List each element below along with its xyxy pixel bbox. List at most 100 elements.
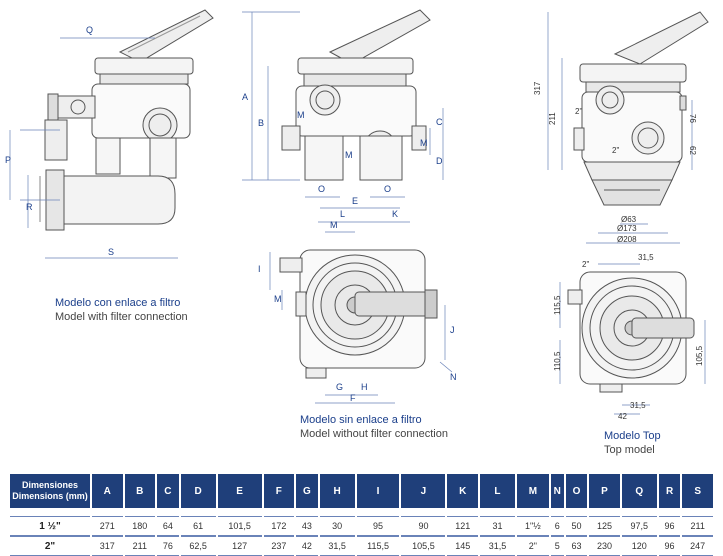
col-header: F [263,474,295,508]
caption-top-model-es: Modelo Top [604,430,661,442]
label-a: A [242,92,248,102]
dim-o63: Ø63 [621,215,637,224]
label-m-side-mid: M [345,150,353,160]
drawing-top-model-top [559,263,706,415]
table-header-title: Dimensiones Dimensions (mm) [10,474,90,508]
label-b: B [258,118,264,128]
dim-42: 42 [618,412,627,421]
table-cell: 30 [319,516,355,536]
col-header: E [217,474,262,508]
table-cell: 2" [516,536,549,556]
caption-without-filter-es: Modelo sin enlace a filtro [300,414,422,426]
dim-top-2: 2" [582,260,589,269]
table-cell: 43 [296,516,318,536]
col-header: R [658,474,681,508]
dim-port-2-lower: 2" [612,146,619,155]
table-cell: 121 [447,516,478,536]
table-cell: 145 [447,536,478,556]
dim-top-31-5-upper: 31,5 [638,253,654,262]
label-o-right: O [384,184,391,194]
label-m-side-left: M [297,110,305,120]
table-cell: 247 [682,536,713,556]
dim-115-5: 115,5 [553,295,562,315]
label-s: S [108,247,114,257]
dim-o173: Ø173 [617,224,637,233]
table-cell: 317 [92,536,123,556]
dim-110-5: 110,5 [553,351,562,371]
table-cell: 115,5 [356,536,400,556]
label-e: E [352,196,358,206]
dim-top-31-5-lower: 31,5 [630,401,646,410]
dim-62: 62 [688,146,697,155]
table-cell: 127 [217,536,262,556]
drawing-top-model-front [547,11,709,244]
col-header: I [356,474,400,508]
table-cell: 76 [157,536,179,556]
label-g: G [336,382,343,392]
dim-211: 211 [548,112,557,125]
row-label: 1 ½" [10,516,90,536]
drawing-without-filter-top [269,221,453,404]
table-row: 2" 317 211 76 62,5 127 237 42 31,5 115,5… [10,536,713,556]
table-cell: 237 [263,536,295,556]
dim-317: 317 [533,81,542,95]
table-cell: 61 [180,516,216,536]
table-cell: 180 [124,516,156,536]
table-header-row: Dimensiones Dimensions (mm) A B C D E F … [10,474,713,508]
table-cell: 62,5 [180,536,216,556]
table-cell: 5 [550,536,564,556]
col-header: J [401,474,446,508]
col-header: A [92,474,123,508]
table-cell: 271 [92,516,123,536]
table-row: 1 ½" 271 180 64 61 101,5 172 43 30 95 90… [10,516,713,536]
dim-76: 76 [688,114,697,123]
label-j: J [450,325,455,335]
col-header: M [516,474,549,508]
label-c: C [436,117,443,127]
label-i: I [258,264,261,274]
table-cell: 172 [263,516,295,536]
col-header: N [550,474,564,508]
label-p: P [5,155,11,165]
col-header: H [319,474,355,508]
label-k: K [392,209,398,219]
drawing-with-filter-connection [9,9,214,259]
technical-drawings: Q P R S A B C M D M M O E O L K M I M J … [5,9,709,421]
col-header: P [589,474,620,508]
dim-105-5: 105,5 [695,345,704,366]
label-m-top: M [330,220,338,230]
label-o-left: O [318,184,325,194]
dim-o208: Ø208 [617,235,637,244]
col-header: S [682,474,713,508]
label-l: L [340,209,345,219]
table-cell: 1"½ [516,516,549,536]
label-n: N [450,372,457,382]
table-cell: 211 [124,536,156,556]
dimensions-table: Dimensiones Dimensions (mm) A B C D E F … [8,474,715,556]
header-en: Dimensions (mm) [12,491,88,501]
header-es: Dimensiones [21,480,79,490]
label-h: H [361,382,368,392]
col-header: Q [621,474,657,508]
table-cell: 31 [479,516,515,536]
table-cell: 96 [658,516,681,536]
table-cell: 64 [157,516,179,536]
table-cell: 211 [682,516,713,536]
col-header: L [479,474,515,508]
caption-with-filter-es: Modelo con enlace a filtro [55,297,181,309]
label-m-top-left: M [274,294,282,304]
label-d: D [436,156,443,166]
caption-with-filter-en: Model with filter connection [55,311,188,323]
col-header: O [565,474,588,508]
label-r: R [26,202,33,212]
dim-port-2-upper: 2" [575,107,582,116]
table-cell: 31,5 [319,536,355,556]
table-cell: 97,5 [621,516,657,536]
label-q: Q [86,25,93,35]
table-cell: 6 [550,516,564,536]
col-header: B [124,474,156,508]
drawing-without-filter-side [242,9,444,209]
table-cell: 105,5 [401,536,446,556]
table-cell: 125 [589,516,620,536]
table-cell: 230 [589,536,620,556]
